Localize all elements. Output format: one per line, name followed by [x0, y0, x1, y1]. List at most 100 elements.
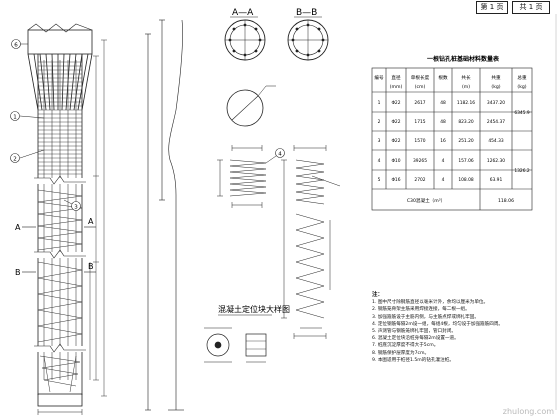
concrete-block-round	[204, 327, 232, 363]
table-header: 编号 直径 单根长度 根数 共长 共重 总重 (mm) (cm) (m) (kg…	[374, 74, 527, 90]
notes-block: 注： 1. 图中尺寸除钢筋直径以毫米计外，余均以厘米为单位。 2. 钢筋笼骨架主…	[372, 292, 532, 364]
bent-bar-detail	[145, 19, 184, 411]
section-aa-title: A—A	[232, 8, 254, 18]
svg-text:16: 16	[440, 138, 446, 144]
svg-text:823.20: 823.20	[458, 119, 474, 125]
svg-text:251.20: 251.20	[458, 138, 474, 144]
svg-text:2: 2	[378, 119, 381, 125]
pile-elevation	[27, 23, 93, 395]
section-mark-a-left: A	[15, 223, 21, 232]
callout-1: 1	[10, 111, 20, 121]
section-mark-a-right: A	[88, 217, 94, 226]
th-count: 根数	[438, 74, 448, 81]
svg-text:6345.9: 6345.9	[514, 110, 530, 116]
callout-3: 3	[71, 201, 81, 211]
ring-detail	[226, 85, 276, 127]
note-line: 2. 钢筋笼骨架主筋采用焊接连接，每二根一组。	[372, 307, 470, 313]
pile-dense-hatch	[38, 61, 82, 175]
section-mark-b-left: B	[15, 268, 21, 277]
svg-text:4: 4	[442, 158, 445, 164]
callout-2: 2	[10, 153, 20, 163]
th-dia: 直径	[391, 74, 401, 81]
svg-text:C30混凝土（m³）: C30混凝土（m³）	[407, 197, 445, 204]
section-bb-bars	[291, 23, 325, 57]
table-row: 2 Φ22 1715 48 823.20 2454.37	[378, 119, 506, 125]
section-aa-bars	[228, 23, 262, 57]
table-row: 1 Φ22 2617 48 1182.16 3437.20 6345.9	[378, 100, 530, 116]
svg-text:Φ22: Φ22	[391, 100, 400, 106]
svg-text:Φ10: Φ10	[391, 158, 400, 164]
watermark: zhulong.com	[502, 407, 554, 416]
table-title: 一根钻孔桩基础材料数量表	[427, 55, 500, 63]
th-total-weight: 总重	[517, 74, 527, 81]
th-unit-total-len: (m)	[462, 84, 470, 90]
svg-text:1: 1	[378, 100, 381, 106]
th-total-len: 共长	[461, 74, 471, 81]
table-row: 5 Φ16 2702 4 108.08 63.91	[378, 177, 503, 183]
svg-text:1262.30: 1262.30	[487, 158, 505, 164]
svg-text:1182.16: 1182.16	[457, 100, 475, 106]
svg-text:157.06: 157.06	[458, 158, 474, 164]
callout-6: 6	[11, 39, 21, 49]
spiral-detail-long	[281, 145, 341, 339]
page-total: 共 1 页	[519, 3, 543, 11]
section-cut-lines	[22, 226, 96, 273]
note-line: 4. 定位钢筋每隔2m设一组，每组4根，均匀设于加强箍筋四周。	[372, 321, 504, 327]
pile-spiral-zone	[37, 189, 83, 393]
th-len: 单根长度	[411, 74, 430, 81]
svg-text:2454.37: 2454.37	[487, 119, 505, 125]
svg-text:Φ22: Φ22	[391, 119, 400, 125]
pile-break-marks	[34, 175, 86, 353]
th-unit-total-weight: (kg)	[517, 84, 526, 90]
svg-text:1715: 1715	[414, 119, 425, 125]
callout-4: 4	[265, 148, 285, 164]
pile-dimensions	[89, 39, 107, 397]
page-total-box: 共 1 页	[512, 1, 550, 14]
svg-text:1: 1	[13, 115, 17, 121]
svg-text:2617: 2617	[414, 100, 425, 106]
svg-text:6: 6	[14, 43, 18, 49]
note-line: 9. 本图适用于桩径1.5m的钻孔灌注桩。	[372, 357, 454, 363]
note-line: 6. 混凝土定位块沿桩身每隔2m设置一道。	[372, 336, 459, 342]
note-line: 8. 钢筋保护层厚度为7cm。	[372, 350, 430, 356]
note-line: 1. 图中尺寸除钢筋直径以毫米计外，余均以厘米为单位。	[372, 300, 489, 306]
svg-text:39265: 39265	[413, 158, 427, 164]
note-line: 3. 加强箍筋设于主筋内侧，与主筋点焊或绑扎牢固。	[372, 314, 479, 320]
svg-text:4: 4	[278, 152, 282, 158]
concrete-block-side	[245, 333, 267, 363]
notes-title: 注：	[372, 292, 384, 298]
svg-text:Φ16: Φ16	[391, 177, 400, 183]
note-line: 5. 声测管与钢筋笼绑扎牢固，管口封闭。	[372, 329, 456, 335]
svg-text:3437.20: 3437.20	[487, 100, 505, 106]
svg-text:4: 4	[378, 158, 381, 164]
svg-text:63.91: 63.91	[490, 177, 503, 183]
svg-text:Φ22: Φ22	[391, 138, 400, 144]
callout-leaders	[19, 43, 73, 205]
table-footer-row: C30混凝土（m³） 118.06	[407, 197, 514, 204]
th-unit-dia: (mm)	[390, 84, 403, 90]
page-number-box: 第 1 页	[476, 1, 508, 14]
svg-text:2702: 2702	[414, 177, 425, 183]
svg-text:48: 48	[440, 100, 446, 106]
th-weight: 共重	[491, 74, 501, 81]
svg-text:118.06: 118.06	[498, 198, 514, 204]
svg-text:3: 3	[378, 138, 381, 144]
svg-text:108.08: 108.08	[458, 177, 474, 183]
th-unit-weight: (kg)	[491, 84, 500, 90]
svg-text:454.33: 454.33	[488, 138, 504, 144]
svg-text:4: 4	[442, 177, 445, 183]
concrete-block-title: 混凝土定位块大样图	[218, 304, 290, 314]
th-unit-len: (cm)	[415, 84, 426, 90]
svg-text:5: 5	[378, 177, 381, 183]
section-mark-b-right: B	[88, 262, 94, 271]
section-bb-title: B—B	[296, 8, 317, 18]
svg-text:2: 2	[13, 157, 17, 163]
pile-base	[37, 393, 83, 415]
svg-text:48: 48	[440, 119, 446, 125]
note-line: 7. 桩底沉淀厚度不得大于5cm。	[372, 343, 439, 349]
page-number: 第 1 页	[480, 3, 504, 11]
th-no: 编号	[374, 74, 384, 81]
table-row: 4 Φ10 39265 4 157.06 1262.30 1326.2	[378, 158, 530, 174]
spiral-detail-small	[217, 145, 267, 208]
